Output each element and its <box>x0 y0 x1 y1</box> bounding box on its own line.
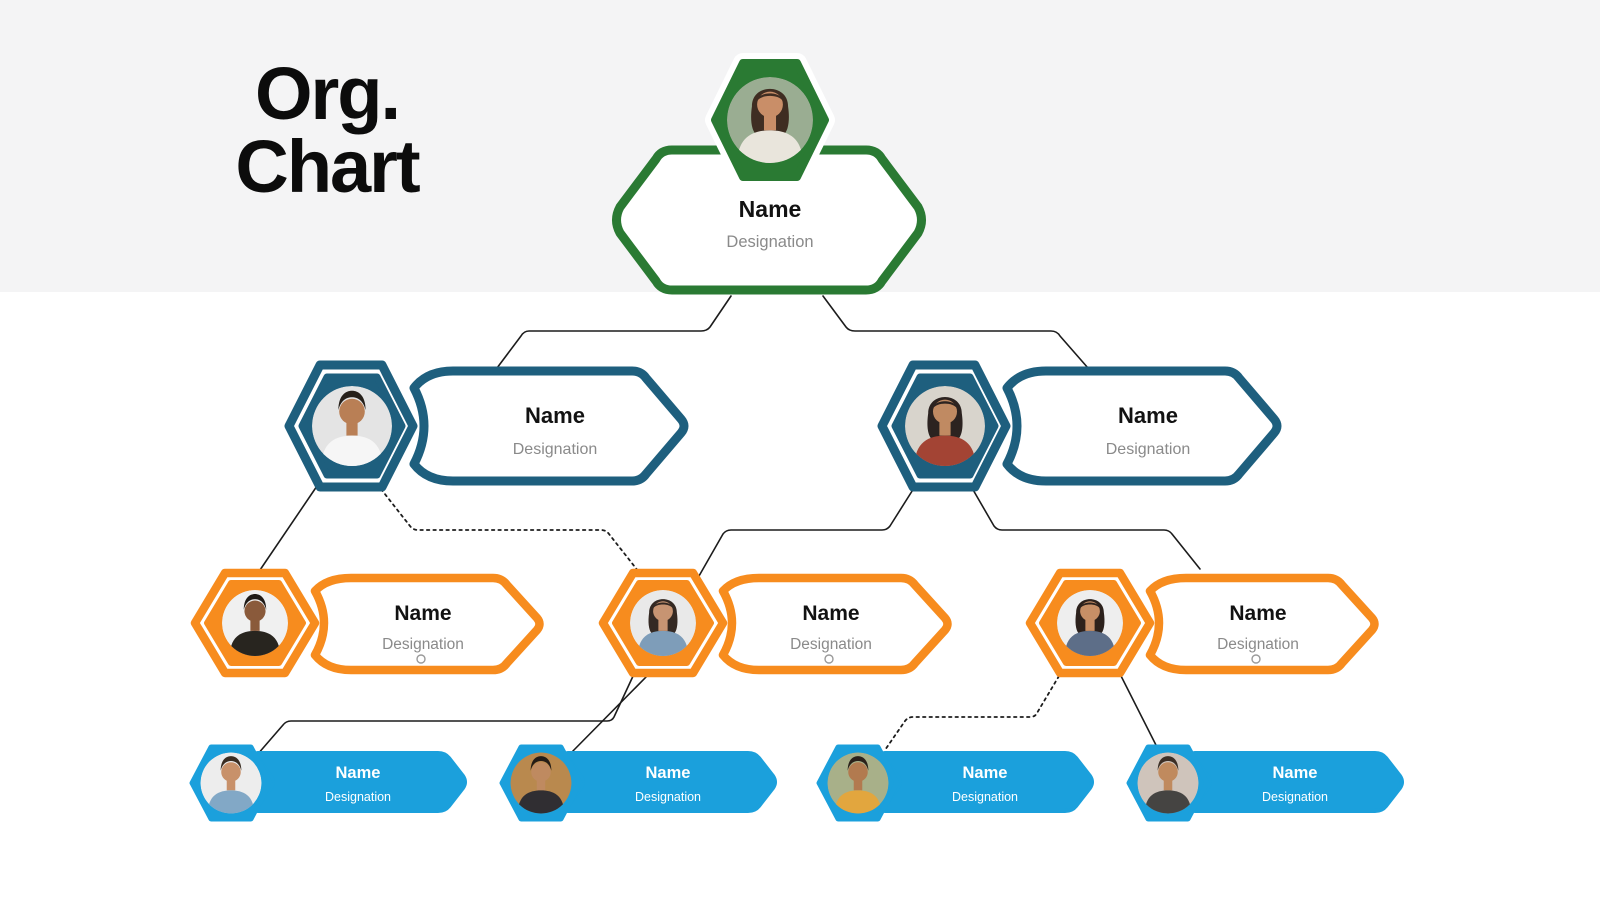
collapse-dot <box>416 654 426 664</box>
org-node-lead-1: Name Designation <box>190 568 544 678</box>
node-designation: Designation <box>325 790 391 804</box>
page-title-line1: Org. <box>254 52 401 135</box>
collapse-dot <box>1251 654 1261 664</box>
node-designation: Designation <box>1262 790 1328 804</box>
avatar <box>510 752 572 814</box>
org-node-manager-right: Name Designation <box>877 360 1282 492</box>
avatar <box>905 386 985 466</box>
org-node-member-1: Name Designation <box>189 744 467 822</box>
connector-managerright-lead3 <box>971 487 1201 570</box>
avatar <box>1057 590 1123 656</box>
node-designation: Designation <box>513 441 598 458</box>
avatar <box>200 752 262 814</box>
node-name: Name <box>802 602 859 625</box>
connector-lead2-member1 <box>256 673 635 756</box>
node-designation: Designation <box>726 233 813 251</box>
node-name: Name <box>1118 403 1178 428</box>
node-designation: Designation <box>790 636 872 653</box>
node-name: Name <box>525 403 585 428</box>
node-designation: Designation <box>952 790 1018 804</box>
avatar <box>727 77 813 163</box>
connector-lead3-member3 <box>884 675 1060 751</box>
node-name: Name <box>739 196 802 222</box>
connector-managerright-lead2 <box>698 487 915 577</box>
org-node-member-4: Name Designation <box>1126 744 1404 822</box>
node-name: Name <box>963 764 1008 782</box>
page-title: Org. Chart <box>222 52 432 208</box>
node-name: Name <box>1273 764 1318 782</box>
node-designation: Designation <box>382 636 464 653</box>
avatar <box>827 752 889 814</box>
page-title-line2: Chart <box>235 124 420 208</box>
connector-managerleft-lead1 <box>259 485 318 571</box>
node-name: Name <box>1229 602 1286 625</box>
org-node-ceo: Name Designation <box>612 53 926 295</box>
connector-managerleft-lead2 <box>376 483 643 577</box>
org-node-member-2: Name Designation <box>499 744 777 822</box>
node-name: Name <box>394 602 451 625</box>
node-designation: Designation <box>1106 441 1191 458</box>
node-designation: Designation <box>1217 636 1299 653</box>
collapse-dot <box>824 654 834 664</box>
org-node-lead-2: Name Designation <box>598 568 952 678</box>
node-designation: Designation <box>635 790 701 804</box>
org-node-lead-3: Name Designation <box>1025 568 1379 678</box>
avatar <box>312 386 392 466</box>
org-node-member-3: Name Designation <box>816 744 1094 822</box>
avatar <box>630 590 696 656</box>
org-node-manager-left: Name Designation <box>284 360 689 492</box>
connector-ceo-manager-right <box>822 295 1089 369</box>
connector-ceo-manager-left <box>496 295 732 369</box>
connector-lead2-member2 <box>568 673 650 756</box>
node-name: Name <box>336 764 381 782</box>
avatar <box>1137 752 1199 814</box>
avatar <box>222 590 288 656</box>
connector-lead3-member4 <box>1116 667 1162 756</box>
node-name: Name <box>646 764 691 782</box>
